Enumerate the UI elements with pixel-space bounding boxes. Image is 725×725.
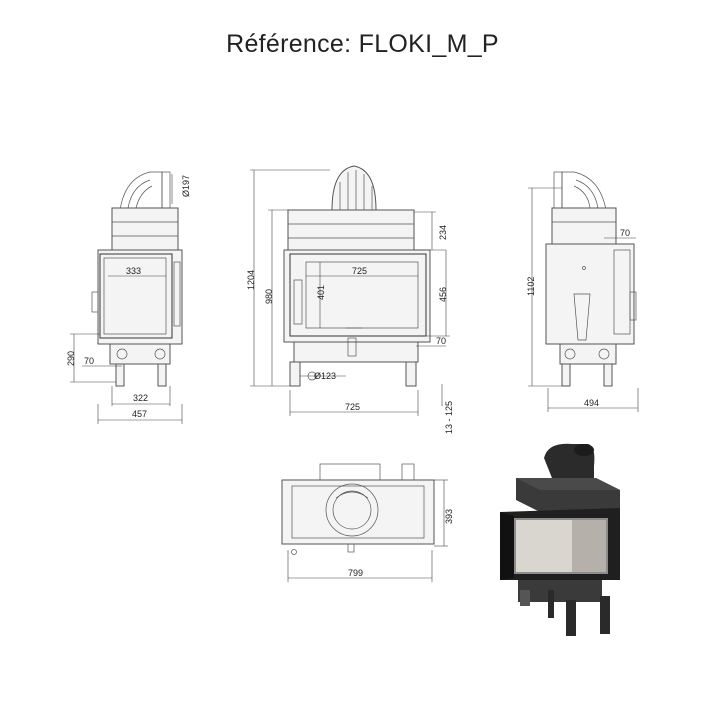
dim-glass-height-456: 456 [438,287,448,302]
dim-total-height: 1204 [246,270,256,290]
right-side-view: 1102 70 494 [526,171,639,412]
dim-width-left: 457 [132,409,147,419]
dim-offset-70-right: 70 [620,228,630,238]
dim-side-70: 70 [436,336,446,346]
dim-flue-diameter: Ø197 [181,175,191,197]
dim-glass-width-left: 333 [126,266,141,276]
dim-width-right: 494 [584,398,599,408]
dim-height-290: 290 [66,351,76,366]
dim-width-top: 799 [348,568,363,578]
top-view: 393 799 [281,463,454,582]
dim-height-right: 1102 [526,277,536,296]
front-view: 1204 980 401 725 234 456 70 Ø123 725 13 … [246,165,454,434]
dim-inlet: Ø123 [314,371,336,381]
fireplace-render [500,443,620,636]
dim-top-234: 234 [438,225,448,240]
dim-offset-70-left: 70 [84,356,94,366]
dim-leg-span: 322 [133,393,148,403]
dim-glass-height-401: 401 [316,285,326,300]
dim-depth-top: 393 [444,509,454,524]
dim-leg-adjust: 13 - 125 [444,401,454,434]
left-side-view: Ø197 333 290 70 322 457 [66,171,191,424]
dim-width-front: 725 [345,402,360,412]
page-title: Référence: FLOKI_M_P [226,30,499,58]
dim-body-height: 980 [264,289,274,304]
dim-glass-width-front: 725 [352,266,367,276]
